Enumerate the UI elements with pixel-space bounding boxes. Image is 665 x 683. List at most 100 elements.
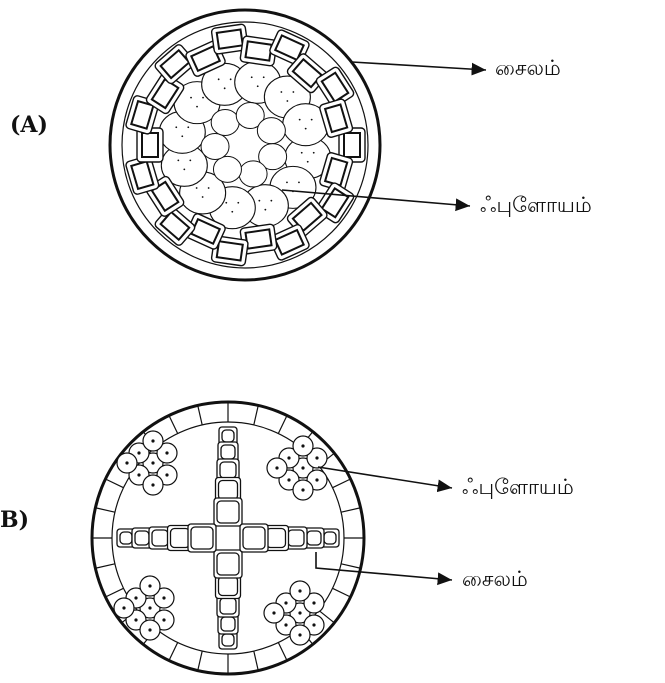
xylem-vessel-lumen — [222, 430, 234, 442]
cell-dot — [237, 202, 239, 204]
cell-dot — [263, 76, 265, 78]
xylem-vessel-lumen — [220, 462, 236, 478]
cell-dot — [311, 119, 313, 121]
phloem-cell-nucleus — [137, 451, 140, 454]
cell-dot — [202, 196, 204, 198]
xylem-cell-lumen — [217, 241, 243, 260]
cell-dot — [208, 187, 210, 189]
phloem-cell-nucleus — [312, 601, 315, 604]
panel-a-xylem-label: சைலம் — [495, 56, 561, 83]
phloem-cell-nucleus — [134, 596, 137, 599]
cell-dot — [231, 211, 233, 213]
cell-dot — [292, 91, 294, 93]
panel-a-xylem-pointer — [352, 62, 486, 70]
phloem-cell — [211, 109, 239, 135]
xylem-vessel-lumen — [219, 481, 238, 500]
cell-dot — [313, 152, 315, 154]
cell-dot — [307, 161, 309, 163]
phloem-cell-nucleus — [287, 478, 290, 481]
phloem-cell — [213, 156, 241, 182]
cell-dot — [187, 126, 189, 128]
xylem-cell-lumen — [217, 29, 243, 48]
phloem-cell-nucleus — [137, 473, 140, 476]
cell-dot — [218, 78, 220, 80]
cell-dot — [286, 100, 288, 102]
phloem-cell-nucleus — [122, 606, 125, 609]
panel-b-phloem-label: ஃபுளோயம் — [462, 475, 574, 502]
panel-b-xylem-label: சைலம் — [462, 567, 528, 594]
cell-dot — [177, 159, 179, 161]
phloem-cell-nucleus — [148, 584, 151, 587]
phloem-cell-nucleus — [287, 456, 290, 459]
phloem-cell-nucleus — [148, 606, 151, 609]
xylem-vessel-lumen — [135, 531, 149, 545]
cell-dot — [301, 152, 303, 154]
cell-dot — [257, 85, 259, 87]
cell-dot — [190, 97, 192, 99]
phloem-cell-nucleus — [315, 456, 318, 459]
xylem-vessel-lumen — [221, 445, 235, 459]
cell-dot — [298, 181, 300, 183]
xylem-vessel-lumen — [152, 530, 168, 546]
phloem-cell-nucleus — [284, 601, 287, 604]
phloem-cell-nucleus — [151, 483, 154, 486]
xylem-cell-lumen — [246, 229, 272, 248]
phloem-cell-nucleus — [284, 623, 287, 626]
phloem-cell-nucleus — [151, 461, 154, 464]
phloem-cell-nucleus — [165, 473, 168, 476]
xylem-vessel-lumen — [219, 577, 238, 596]
xylem-vessel-lumen — [221, 617, 235, 631]
xylem-vessel-lumen — [217, 553, 239, 575]
cell-dot — [299, 119, 301, 121]
phloem-cell-nucleus — [272, 611, 275, 614]
phloem-cell-nucleus — [151, 439, 154, 442]
cell-dot — [202, 97, 204, 99]
phloem-cell-nucleus — [275, 466, 278, 469]
phloem-cell-nucleus — [301, 466, 304, 469]
xylem-vessel-lumen — [220, 598, 236, 614]
xylem-vessel-lumen — [307, 531, 321, 545]
phloem-cell-nucleus — [298, 633, 301, 636]
cell-dot — [181, 135, 183, 137]
panel-a-phloem-label: ஃபுளோயம் — [480, 193, 592, 220]
xylem-vessel-lumen — [267, 529, 286, 548]
xylem-vessel-lumen — [120, 532, 132, 544]
xylem-vessel-lumen — [288, 530, 304, 546]
cell-dot — [189, 159, 191, 161]
phloem-cell-nucleus — [162, 618, 165, 621]
cell-dot — [280, 91, 282, 93]
xylem-cell-lumen — [246, 41, 272, 60]
cell-dot — [183, 168, 185, 170]
xylem-cell-lumen — [142, 133, 158, 157]
cell-dot — [286, 181, 288, 183]
xylem-vessel-lumen — [243, 527, 265, 549]
xylem-cell-lumen — [344, 133, 360, 157]
panel-b-cross-section — [92, 402, 452, 674]
panel-b-label: B) — [0, 507, 29, 533]
xylem-vessel-lumen — [191, 527, 213, 549]
xylem-vessel-lumen — [171, 529, 190, 548]
cell-dot — [305, 128, 307, 130]
phloem-cell-nucleus — [125, 461, 128, 464]
cell-dot — [196, 187, 198, 189]
cell-dot — [270, 200, 272, 202]
phloem-cell-nucleus — [301, 488, 304, 491]
cell-dot — [196, 106, 198, 108]
phloem-cell — [239, 161, 267, 187]
cell-dot — [230, 78, 232, 80]
cell-dot — [224, 87, 226, 89]
cell-dot — [225, 202, 227, 204]
panel-a-cross-section — [110, 10, 486, 280]
phloem-cell-nucleus — [148, 628, 151, 631]
phloem-cell-nucleus — [165, 451, 168, 454]
phloem-cell-nucleus — [134, 618, 137, 621]
panel-a-label: (A) — [10, 112, 48, 138]
phloem-cell — [257, 118, 285, 144]
phloem-cell-nucleus — [298, 589, 301, 592]
xylem-vessel-lumen — [324, 532, 336, 544]
xylem-vessel-lumen — [222, 634, 234, 646]
phloem-cell-nucleus — [315, 478, 318, 481]
phloem-cell-nucleus — [162, 596, 165, 599]
